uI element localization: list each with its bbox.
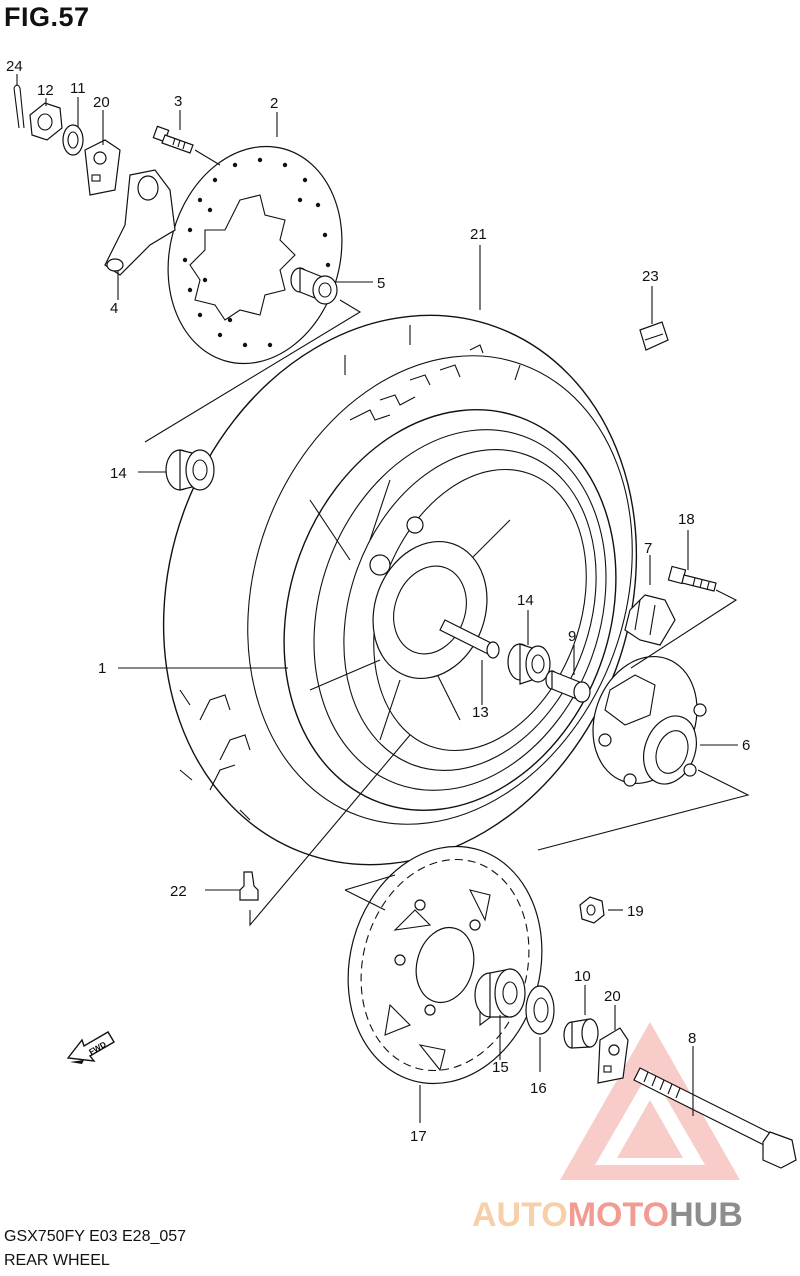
callout-4: 4 — [110, 300, 118, 317]
caliper-bracket — [104, 169, 176, 276]
brake-disc — [167, 145, 343, 365]
balance-weight-clip — [639, 321, 669, 351]
tire-valve — [239, 871, 259, 901]
chain-adjuster-lower — [597, 1027, 629, 1084]
callout-5: 5 — [377, 275, 385, 292]
callout-labels: 24 12 11 20 3 2 4 5 21 23 14 18 7 14 9 1… — [6, 58, 750, 1145]
sprocket-bearing — [474, 968, 526, 1018]
callout-19: 19 — [627, 903, 644, 920]
callout-21: 21 — [470, 226, 487, 243]
spacer-9 — [545, 670, 591, 703]
watermark-auto: AUTO — [472, 1196, 568, 1234]
callout-22: 22 — [170, 883, 187, 900]
watermark-moto: MOTO — [568, 1196, 669, 1234]
callout-1: 1 — [98, 660, 106, 677]
callout-6: 6 — [742, 737, 750, 754]
callout-18: 18 — [678, 511, 695, 528]
sprocket-nut — [579, 896, 605, 924]
axle-nut — [29, 102, 63, 141]
fwd-arrow-icon: FWD — [66, 1031, 115, 1064]
cotter-pin — [13, 84, 25, 129]
callout-13: 13 — [472, 704, 489, 721]
tread-pattern — [199, 344, 484, 791]
wheel-axle-stub — [439, 619, 500, 659]
callout-20-lower: 20 — [604, 988, 621, 1005]
callout-2: 2 — [270, 95, 278, 112]
callout-3: 3 — [174, 93, 182, 110]
sprocket-drum — [592, 655, 707, 787]
callout-8: 8 — [688, 1030, 696, 1047]
chain-adjuster-upper — [84, 139, 121, 196]
bearing-left — [165, 449, 215, 491]
model-code: GSX750FY E03 E28_057 — [4, 1228, 187, 1245]
watermark-hub: HUB — [669, 1196, 743, 1234]
bearing-right — [507, 643, 551, 685]
oil-seal — [525, 985, 555, 1035]
disc-bolt — [152, 125, 194, 154]
cush-drive-damper — [624, 594, 676, 646]
leader-lines — [16, 74, 750, 1123]
callout-12: 12 — [37, 82, 54, 99]
spacer-10 — [563, 1018, 599, 1049]
callout-23: 23 — [642, 268, 659, 285]
watermark-wordmark: AUTOMOTOHUB — [472, 1196, 743, 1234]
sprocket-mount-bolt — [667, 565, 717, 592]
rear-axle — [633, 1067, 797, 1169]
rim — [283, 409, 617, 811]
tire — [162, 314, 638, 866]
callout-16: 16 — [530, 1080, 547, 1097]
watermark-logo — [560, 1022, 740, 1180]
callout-17: 17 — [410, 1128, 427, 1145]
svg-text:AUTOMOTOHUB: AUTOMOTOHUB — [472, 1196, 743, 1234]
callout-10: 10 — [574, 968, 591, 985]
callout-14-left: 14 — [110, 465, 127, 482]
callout-24: 24 — [6, 58, 23, 75]
callout-7: 7 — [644, 540, 652, 557]
callout-15: 15 — [492, 1059, 509, 1076]
callout-11: 11 — [70, 80, 86, 97]
callout-14-right: 14 — [517, 592, 534, 609]
callout-20-upper: 20 — [93, 94, 110, 111]
rear-sprocket — [347, 845, 543, 1085]
section-name: REAR WHEEL — [4, 1252, 110, 1269]
collar-5 — [290, 267, 338, 305]
callout-9: 9 — [568, 628, 576, 645]
figure-title: FIG.57 — [4, 2, 90, 32]
washer-11 — [62, 124, 84, 156]
